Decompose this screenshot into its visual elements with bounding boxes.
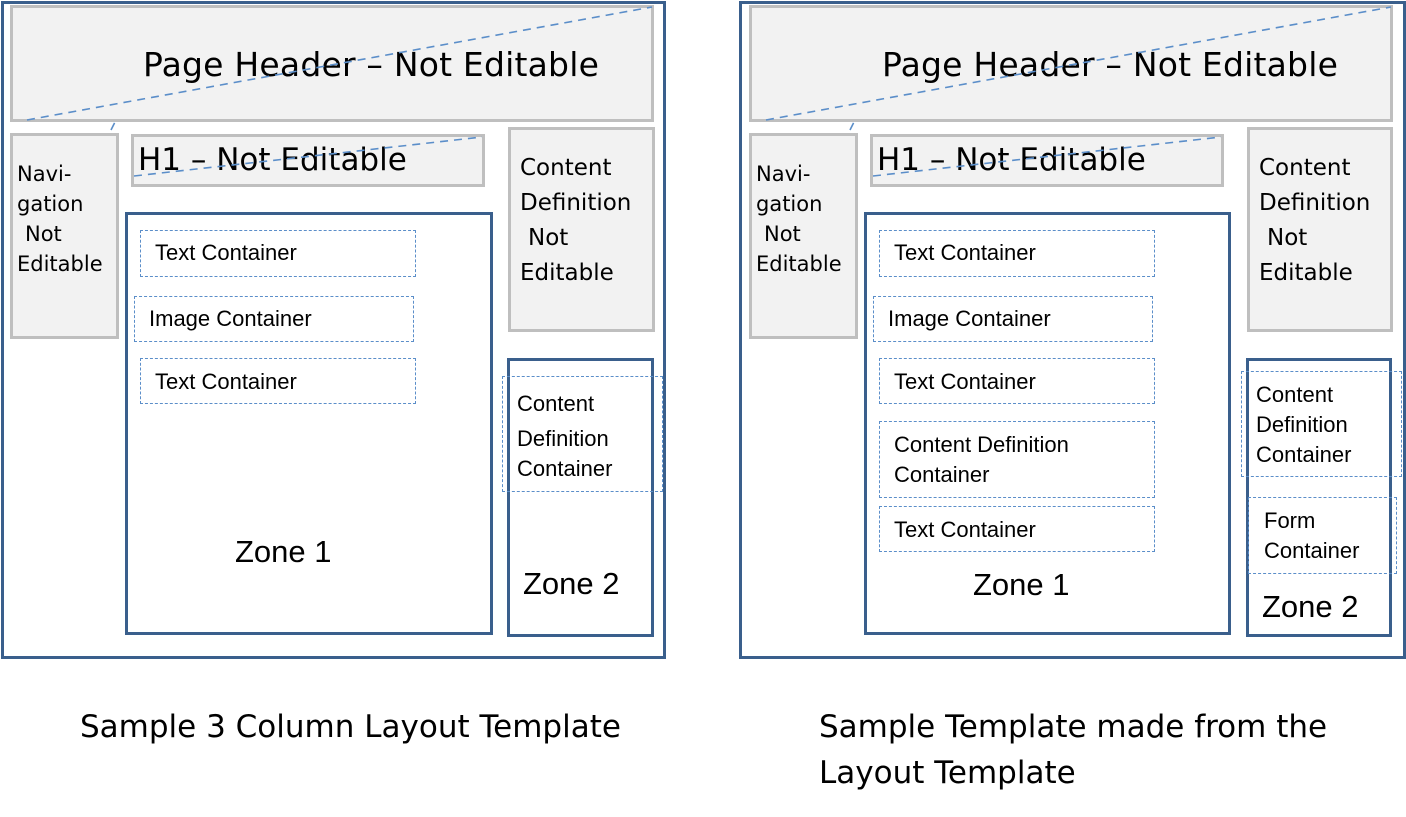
left-text-container-1-label: Text Container (155, 240, 297, 265)
right-navigation-line-2: gation (756, 192, 823, 216)
left-cdc-line-1: Content (517, 391, 595, 416)
left-caption: Sample 3 Column Layout Template (80, 709, 621, 745)
right-text-container-1-label: Text Container (894, 240, 1036, 265)
left-cdc-line-2: Definition (517, 426, 609, 451)
right-text-container-1: Text Container (879, 230, 1155, 277)
left-h1-label: H1 – Not Editable (138, 142, 407, 178)
left-zone-1-label: Zone 1 (235, 534, 332, 569)
right-form-container: Form Container (1248, 497, 1397, 574)
right-image-container: Image Container (873, 296, 1153, 342)
right-navigation-line-3: Not (764, 222, 801, 246)
right-h1-label: H1 – Not Editable (877, 142, 1146, 178)
right-cdc-zone1-line-2: Container (894, 462, 990, 487)
right-image-container-label: Image Container (888, 306, 1051, 331)
right-caption-line-2: Layout Template (819, 755, 1076, 791)
right-text-container-3-label: Text Container (894, 517, 1036, 542)
left-text-container-2: Text Container (140, 358, 416, 404)
right-navigation-line-4: Editable (756, 252, 842, 276)
right-page-header: Page Header – Not Editable (749, 5, 1393, 122)
right-navigation: Navi- gation Not Editable (749, 133, 858, 339)
left-navigation-line-3: Not (25, 222, 62, 246)
left-image-container: Image Container (134, 296, 414, 342)
right-cdc-zone2-line-1: Content (1256, 382, 1334, 407)
right-content-definition-line-2: Definition (1259, 190, 1371, 216)
right-content-definition: Content Definition Not Editable (1247, 127, 1393, 332)
right-text-container-2: Text Container (879, 358, 1155, 404)
left-content-definition-line-4: Editable (520, 260, 614, 286)
left-content-definition-line-2: Definition (520, 190, 632, 216)
left-content-definition-container: Content Definition Container (502, 376, 663, 492)
right-caption-line-1: Sample Template made from the (819, 709, 1328, 745)
left-navigation-line-4: Editable (17, 252, 103, 276)
left-text-container-1: Text Container (140, 230, 416, 277)
left-content-definition-line-3: Not (528, 225, 569, 251)
left-page-header: Page Header – Not Editable (10, 5, 654, 122)
right-zone-1-label: Zone 1 (973, 567, 1070, 602)
right-zone-1: Zone 1 (864, 212, 1231, 635)
right-content-definition-container-zone1: Content Definition Container (879, 421, 1155, 498)
left-image-container-label: Image Container (149, 306, 312, 331)
right-page-header-label: Page Header – Not Editable (882, 45, 1339, 84)
right-content-definition-line-4: Editable (1259, 260, 1353, 286)
right-cdc-zone1-line-1: Content Definition (894, 432, 1069, 457)
right-zone-2-label: Zone 2 (1262, 589, 1359, 624)
right-h1: H1 – Not Editable (870, 134, 1224, 187)
right-content-definition-line-3: Not (1267, 225, 1308, 251)
left-page-header-label: Page Header – Not Editable (143, 45, 600, 84)
left-zone-2-label: Zone 2 (523, 566, 620, 601)
left-content-definition-line-1: Content (520, 155, 612, 181)
right-caption: Sample Template made from the Layout Tem… (819, 704, 1379, 796)
left-content-definition: Content Definition Not Editable (508, 127, 655, 332)
left-text-container-2-label: Text Container (155, 369, 297, 394)
left-navigation-line-1: Navi- (17, 162, 72, 186)
right-content-definition-container-zone2: Content Definition Container (1241, 371, 1402, 477)
right-cdc-zone2-line-2: Definition (1256, 412, 1348, 437)
right-form-container-line-2: Container (1264, 538, 1360, 563)
right-content-definition-line-1: Content (1259, 155, 1351, 181)
left-zone-2: Zone 2 (507, 358, 654, 637)
left-zone-1: Zone 1 (125, 212, 493, 635)
right-form-container-line-1: Form (1264, 508, 1316, 533)
left-navigation-line-2: gation (17, 192, 84, 216)
left-h1: H1 – Not Editable (131, 134, 485, 187)
right-navigation-line-1: Navi- (756, 162, 811, 186)
right-cdc-zone2-line-3: Container (1256, 442, 1352, 467)
right-text-container-3: Text Container (879, 506, 1155, 552)
left-navigation: Navi- gation Not Editable (10, 133, 119, 339)
left-cdc-line-3: Container (517, 456, 613, 481)
right-text-container-2-label: Text Container (894, 369, 1036, 394)
